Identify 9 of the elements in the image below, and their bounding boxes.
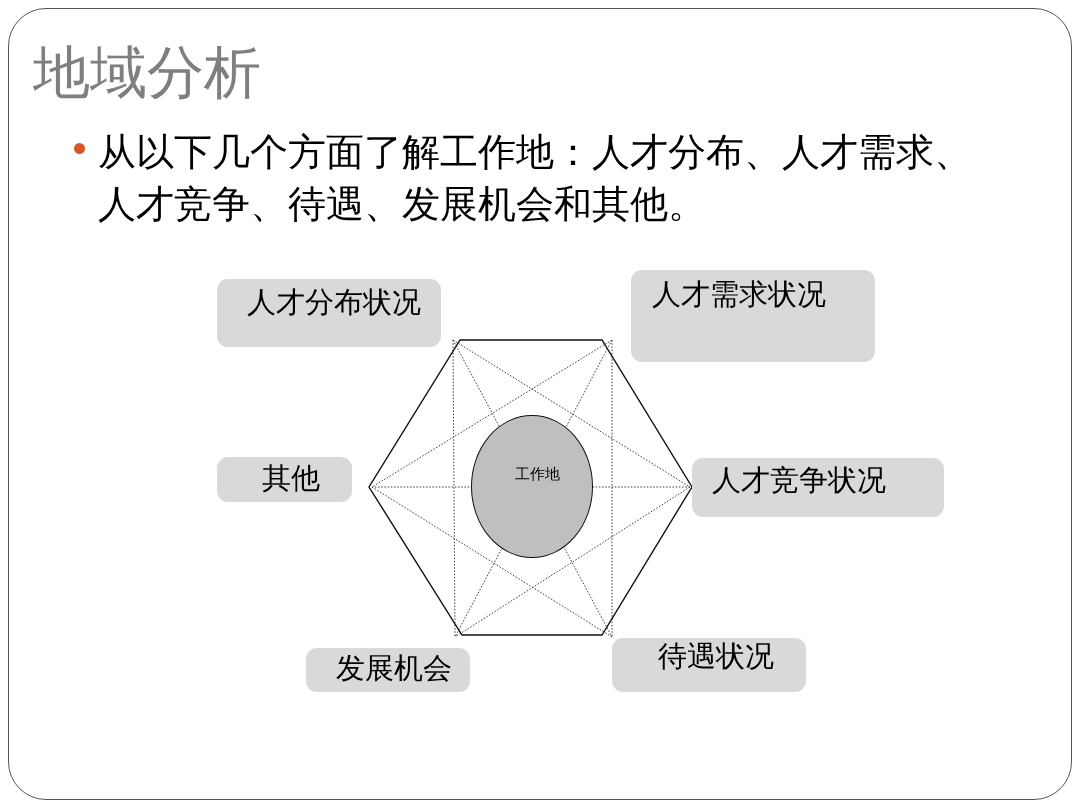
factor-card: 其他 — [217, 457, 352, 502]
center-ellipse: 工作地 — [471, 415, 593, 558]
factor-card: 人才竞争状况 — [692, 458, 944, 517]
factor-card: 发展机会 — [306, 648, 470, 692]
factor-card: 待遇状况 — [612, 638, 806, 692]
factor-card: 人才分布状况 — [217, 279, 441, 347]
bullet-text: 从以下几个方面了解工作地：人才分布、人才需求、人才竞争、待遇、发展机会和其他。 — [98, 129, 973, 228]
factor-card: 人才需求状况 — [631, 270, 875, 362]
slide-title: 地域分析 — [33, 40, 261, 104]
